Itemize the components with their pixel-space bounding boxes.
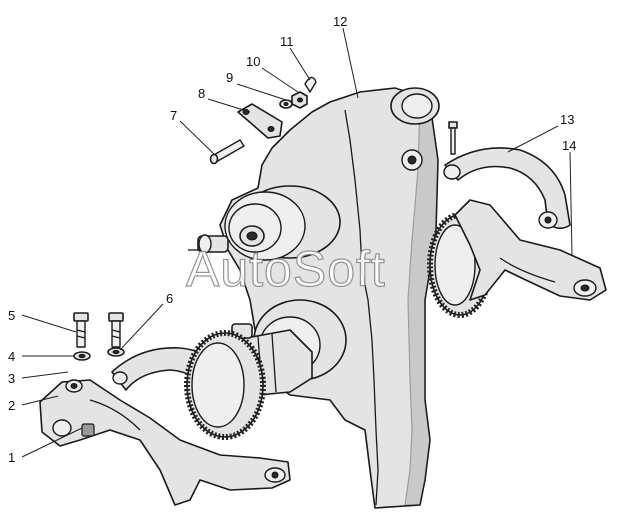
- left-gear-ring: [184, 330, 266, 440]
- right-clamp-half: [443, 147, 571, 230]
- callout-13: 13: [560, 112, 574, 127]
- callout-2: 2: [8, 398, 15, 413]
- washer-9: [279, 99, 293, 109]
- callout-3: 3: [8, 371, 15, 386]
- callout-7: 7: [170, 108, 177, 123]
- upper-flange: [224, 185, 341, 261]
- top-boss: [390, 87, 440, 171]
- upper-sensor: [188, 234, 229, 254]
- right-bracket: [454, 199, 607, 301]
- washer-6: [107, 347, 125, 357]
- cotter-pin-11: [304, 76, 317, 93]
- callout-14: 14: [562, 138, 576, 153]
- callout-8: 8: [198, 86, 205, 101]
- callout-10: 10: [246, 54, 260, 69]
- callout-5: 5: [8, 308, 15, 323]
- callout-labels: 1 2 3 4 5 6 7 8 9 10 11 12 13 14: [8, 14, 576, 465]
- callout-12: 12: [333, 14, 347, 29]
- bolt-5: [73, 312, 89, 348]
- right-bolt: [448, 121, 458, 155]
- bolt-6: [108, 312, 124, 348]
- left-bracket: [39, 379, 291, 506]
- washer-4: [73, 351, 91, 361]
- nut-10: [291, 91, 308, 109]
- callout-4: 4: [8, 349, 15, 364]
- pin-7: [209, 139, 245, 165]
- watermark-text: AutoSoft: [186, 241, 386, 297]
- callout-11: 11: [280, 34, 294, 49]
- link-plate-8: [237, 103, 283, 139]
- callout-9: 9: [226, 70, 233, 85]
- gearbox-housing: [219, 87, 439, 509]
- leader-lines: [21, 27, 573, 458]
- callout-1: 1: [8, 450, 15, 465]
- callout-6: 6: [166, 291, 173, 306]
